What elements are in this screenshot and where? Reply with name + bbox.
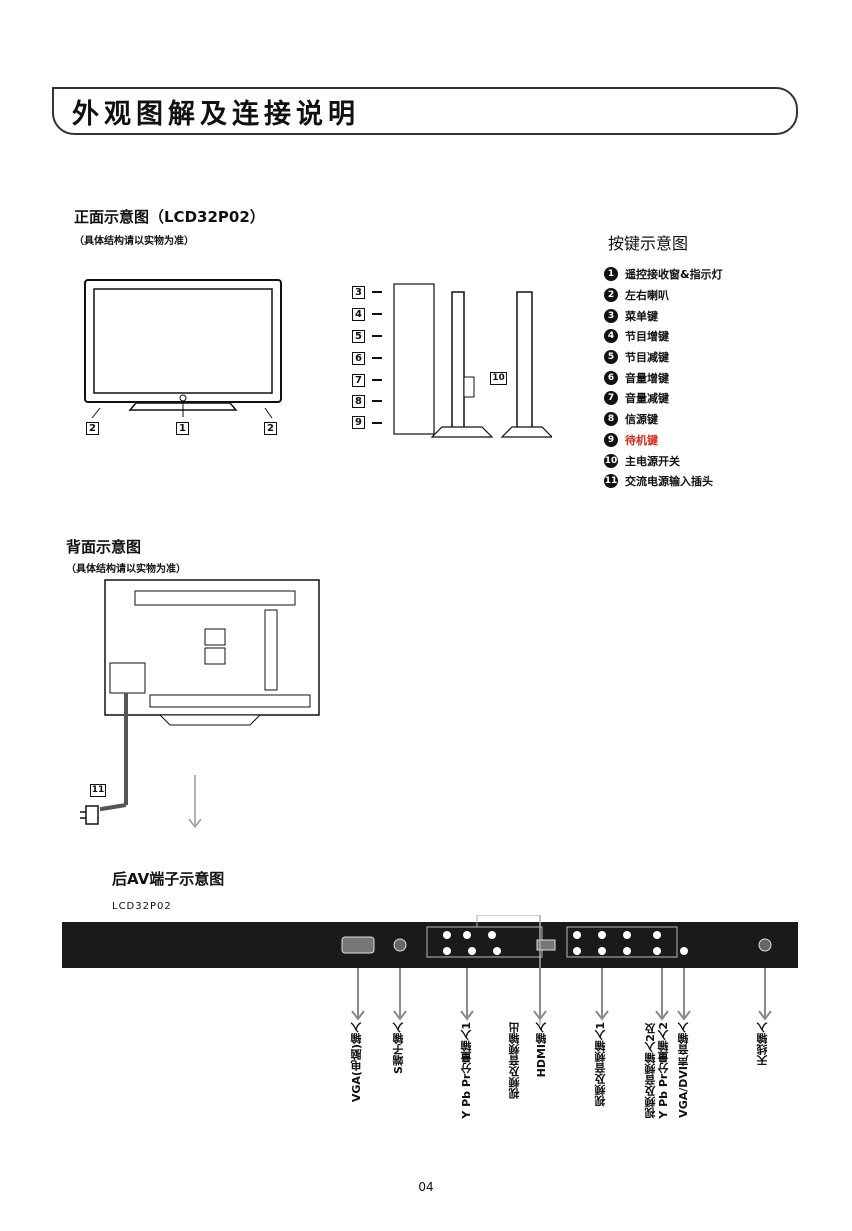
port-label-s-video: S端子输入 [392,1022,405,1074]
power-plug-icon [80,805,99,825]
port-arrows [351,968,772,1021]
port-label-hdmi: HDMI输入 [535,1022,548,1078]
port-label-av-in1: 视频及音频输入1 [594,1022,607,1107]
callout-2-left: 2 [86,422,99,435]
page-title: 外观图解及连接说明 [72,99,360,130]
port-label-vga: VGA(电脑)输入 [350,1022,363,1103]
tv-back-illustration [100,579,320,829]
tv-front-illustration [84,279,282,419]
callout-4: 4 [352,308,365,321]
rear-av-heading: 后AV端子示意图 [112,870,225,888]
port-label-av-in2: 视频及音频输入2及 Y Pb Pr分量输入2 [644,1022,670,1119]
back-heading: 背面示意图 [66,538,142,556]
callout-2-right: 2 [264,422,277,435]
callout-1: 1 [176,422,189,435]
callout-5: 5 [352,330,365,343]
port-label-ypbpr1: Y Pb Pr分量输入1 [460,1022,473,1119]
callout-10: 10 [490,372,507,385]
title-frame [52,87,798,135]
front-note: （具体结构请以实物为准） [74,236,194,247]
keys-heading: 按键示意图 [608,234,689,253]
port-label-vga-dvi-audio: VGA/DVI声音输入 [677,1022,690,1118]
side-keys-illustration [372,283,552,438]
callout-8: 8 [352,395,365,408]
port-label-av-out: 视频及音频输出 [508,1022,521,1099]
rear-panel-connectors [341,915,772,1025]
page-number: 04 [418,1180,434,1194]
rear-panel [62,922,798,968]
port-label-antenna: 天线输入 [756,1022,769,1066]
model-number: LCD32P02 [112,901,172,912]
front-heading: 正面示意图（LCD32P02） [74,208,265,226]
callout-7: 7 [352,374,365,387]
back-note: （具体结构请以实物为准） [66,564,186,575]
callout-9: 9 [352,416,365,429]
callout-11: 11 [90,784,106,797]
callout-3: 3 [352,286,365,299]
callout-6: 6 [352,352,365,365]
